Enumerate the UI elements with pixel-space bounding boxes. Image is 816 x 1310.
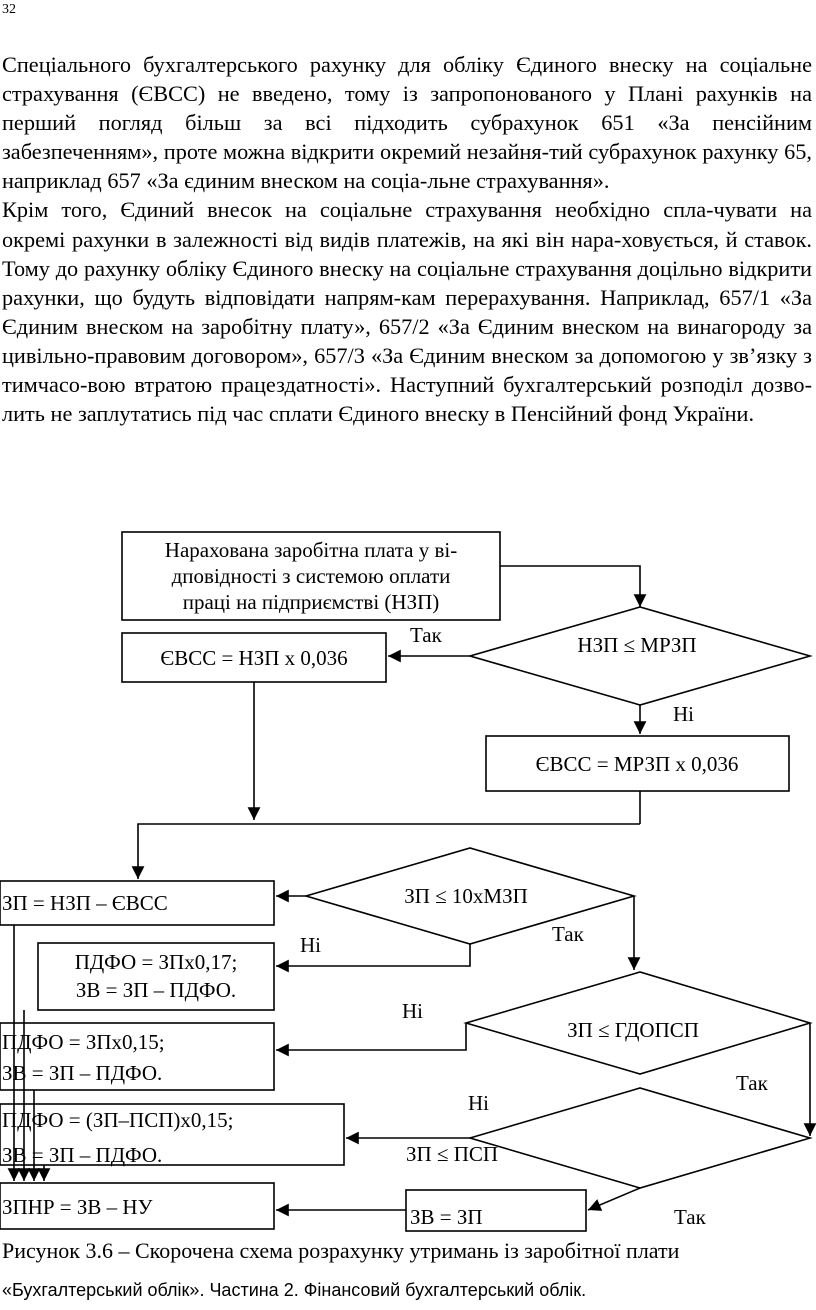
zp-label: ЗП = НЗП – ЄВСС bbox=[2, 891, 168, 915]
page-number: 32 bbox=[2, 2, 16, 17]
connector-start-to-d1 bbox=[500, 565, 647, 607]
figure-caption: Рисунок 3.6 – Скорочена схема розрахунку… bbox=[2, 1238, 680, 1263]
pdfo15-psp-box bbox=[0, 1103, 345, 1166]
connector-merge-to-zp bbox=[131, 823, 640, 879]
decision-4-diamond bbox=[467, 1087, 813, 1189]
pdfo15-psp-line-1: ПДФО = (ЗП–ПСП)х0,15; bbox=[2, 1108, 233, 1132]
no-4-label: Ні bbox=[468, 1091, 489, 1115]
flowchart: Нарахована заробітна плата у ві- дповідн… bbox=[0, 531, 816, 1232]
no-3-label: Ні bbox=[402, 999, 423, 1023]
evss-mrzp-label: ЄВСС = МРЗП х 0,036 bbox=[536, 752, 739, 776]
paragraph-2: Крім того, Єдиний внесок на соціальне ст… bbox=[2, 197, 812, 427]
pdfo15-line-1: ПДФО = ЗПх0,15; bbox=[2, 1030, 165, 1054]
pdfo15-line-2: ЗВ = ЗП – ПДФО. bbox=[2, 1061, 162, 1085]
zp-box bbox=[0, 880, 275, 926]
pdfo15-psp-line-2: ЗВ = ЗП – ПДФО. bbox=[2, 1143, 162, 1167]
evss-nzp-label: ЄВСС = НЗП х 0,036 bbox=[160, 646, 347, 670]
yes-1-label: Так bbox=[410, 623, 443, 647]
yes-3-label: Так bbox=[736, 1071, 769, 1095]
no-2-label: Ні bbox=[300, 933, 321, 957]
decision-1-diamond bbox=[467, 606, 813, 706]
zpnr-label: ЗПНР = ЗВ – НУ bbox=[2, 1195, 153, 1219]
decision-4-label: ЗП ≤ ПСП bbox=[406, 1142, 498, 1166]
zpnr-box bbox=[0, 1182, 275, 1230]
start-box-line-1: Нарахована заробітна плата у ві- bbox=[165, 538, 457, 562]
pdfo17-line-1: ПДФО = ЗПх0,17; bbox=[75, 950, 238, 974]
evss-mrzp-box bbox=[485, 735, 790, 792]
decision-1-label: НЗП ≤ МРЗП bbox=[577, 633, 696, 657]
yes-2-label: Так bbox=[552, 922, 585, 946]
no-1-label: Ні bbox=[673, 702, 694, 726]
body-text: Спеціального бухгалтерського рахунку для… bbox=[2, 50, 812, 428]
pdfo15-box bbox=[0, 1022, 275, 1091]
connector-d2-no bbox=[276, 944, 471, 973]
pdfo17-line-2: ЗВ = ЗП – ПДФО. bbox=[76, 978, 236, 1002]
connector-d3-no bbox=[276, 1023, 467, 1057]
page-footer: «Бухгалтерський облік». Частина 2. Фінан… bbox=[2, 1280, 587, 1300]
paragraph-1: Спеціального бухгалтерського рахунку для… bbox=[2, 52, 812, 194]
start-box bbox=[121, 531, 501, 621]
start-box-line-2: дповідності з системою оплати bbox=[172, 564, 451, 588]
start-box-line-3: праці на підприємстві (НЗП) bbox=[183, 590, 440, 614]
yes-4-label: Так bbox=[674, 1205, 707, 1229]
decision-2-label: ЗП ≤ 10хМЗП bbox=[404, 884, 528, 908]
decision-3-label: ЗП ≤ ГДОПСП bbox=[567, 1018, 699, 1042]
connector-d4-yes bbox=[587, 1187, 641, 1211]
pdfo17-box bbox=[37, 942, 275, 1011]
zv-label: ЗВ = ЗП bbox=[410, 1205, 483, 1229]
